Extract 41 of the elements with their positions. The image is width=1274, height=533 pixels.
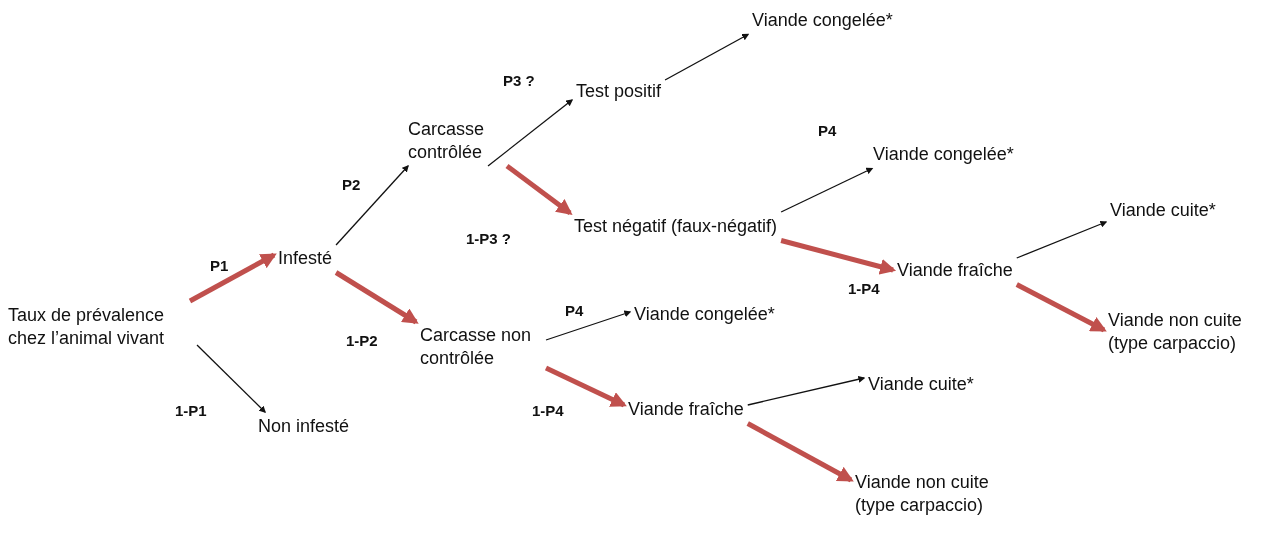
node-label: Test négatif (faux-négatif) — [574, 215, 778, 238]
node-label: Viande congelée* — [752, 9, 893, 32]
node-label: Viande cuite* — [868, 373, 974, 396]
edge-label: 1-P2 — [346, 332, 378, 349]
node-label: Infesté — [278, 247, 333, 270]
arrow — [196, 344, 266, 413]
arrow — [487, 99, 574, 167]
edge-label: 1-P4 — [848, 280, 880, 297]
edge-label: 1-P3 ? — [466, 230, 511, 247]
arrow — [544, 365, 627, 408]
node-label: Test positif — [576, 80, 662, 103]
arrow — [188, 252, 277, 304]
edge-label: P2 — [342, 176, 361, 193]
node-label: Non infesté — [258, 415, 350, 438]
arrow — [335, 164, 409, 246]
node-label: Viande non cuite (type carpaccio) — [855, 471, 990, 516]
edge-label: 1-P1 — [175, 402, 207, 419]
arrow — [1015, 282, 1107, 333]
edge-label: P1 — [210, 257, 229, 274]
node-label: Carcasse contrôlée — [408, 118, 486, 163]
node-label: Viande fraîche — [628, 398, 744, 421]
edge-label: P4 — [565, 302, 584, 319]
node-label: Viande cuite* — [1110, 199, 1216, 222]
arrow — [505, 164, 573, 215]
arrow — [664, 33, 750, 81]
node-label: Viande non cuite (type carpaccio) — [1108, 309, 1243, 354]
edge-label: P4 — [818, 122, 837, 139]
edge-label: 1-P4 — [532, 402, 564, 419]
node-label: Taux de prévalence chez l’animal vivant — [8, 304, 166, 349]
node-label: Viande congelée* — [634, 303, 775, 326]
arrow — [780, 238, 897, 275]
arrow — [780, 167, 874, 213]
node-label: Viande fraîche — [897, 259, 1013, 282]
edge-label: P3 ? — [503, 72, 535, 89]
node-label: Viande congelée* — [873, 143, 1014, 166]
node-label: Carcasse non contrôlée — [420, 324, 533, 369]
arrow — [334, 270, 419, 325]
arrow — [746, 421, 854, 483]
arrow — [747, 375, 866, 406]
arrow — [1016, 220, 1108, 259]
arrow — [545, 310, 632, 341]
